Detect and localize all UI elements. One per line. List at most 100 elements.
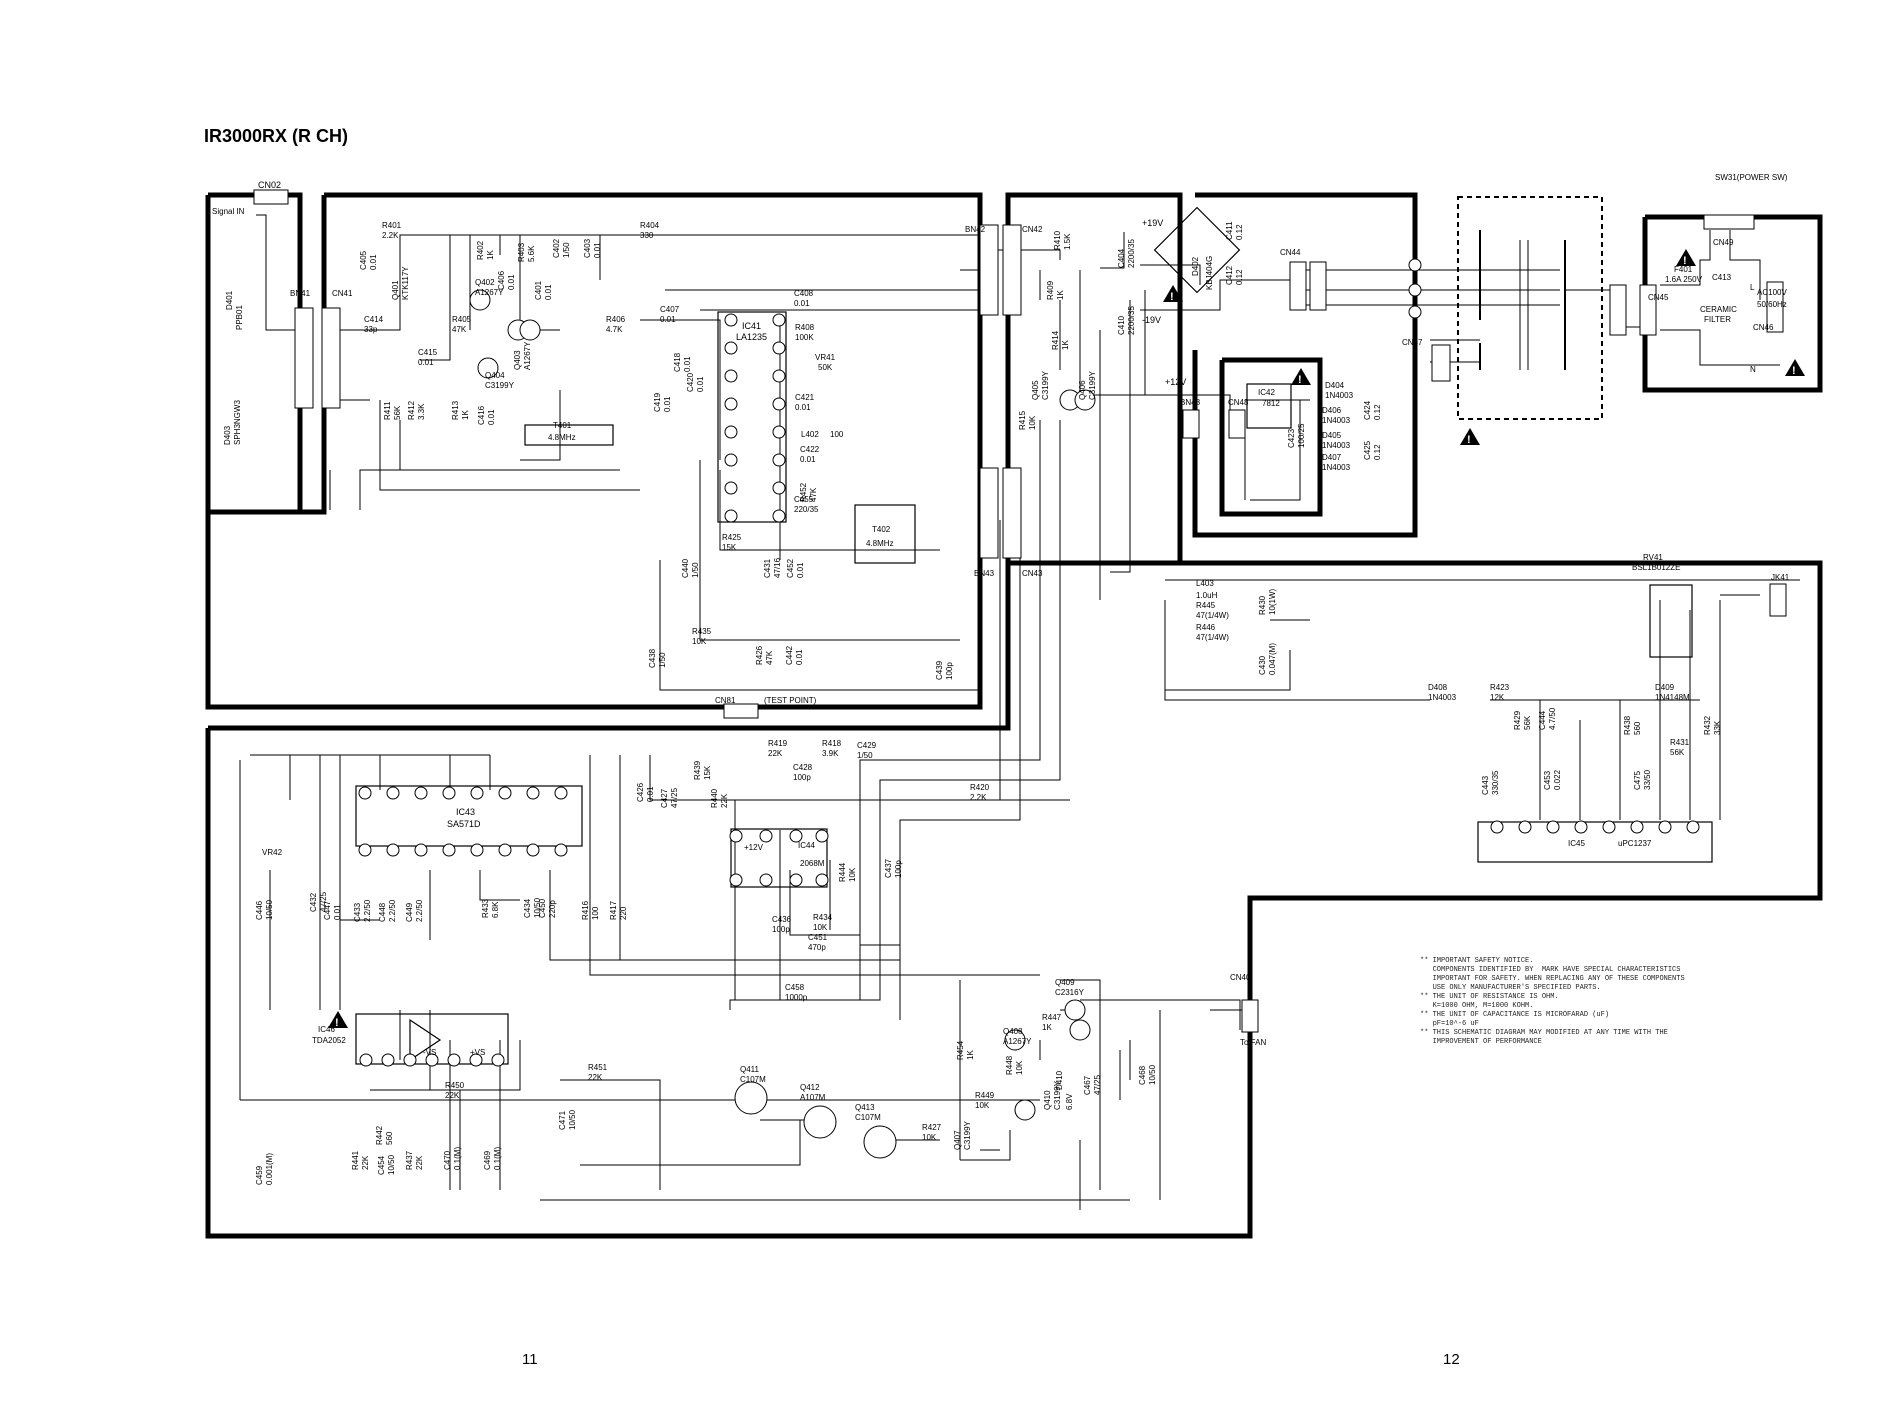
diode-ref: D407 bbox=[1322, 453, 1342, 462]
resistor-ref: R405 bbox=[452, 315, 472, 324]
resistor-value: 220 bbox=[619, 906, 628, 920]
ic46-part: TDA2052 bbox=[312, 1036, 346, 1045]
note-line: COMPONENTS IDENTIFIED BY MARK HAVE SPECI… bbox=[1420, 966, 1681, 974]
resistor-value: 15K bbox=[722, 543, 737, 552]
diode-part: 1N4003 bbox=[1322, 441, 1351, 450]
transistor-ref: Q409 bbox=[1055, 978, 1075, 987]
filter-label: FILTER bbox=[1704, 315, 1731, 324]
f401-rating: 1.6A 250V bbox=[1665, 275, 1703, 284]
resistor-value: 47K bbox=[809, 487, 818, 502]
power-transformer bbox=[1479, 230, 1566, 370]
resistor-value: 3.3K bbox=[417, 403, 426, 420]
diode-ref: D405 bbox=[1322, 431, 1342, 440]
capacitor-value: 2.2/50 bbox=[388, 899, 397, 922]
resistor-value: 10K bbox=[692, 637, 707, 646]
diode-part: 1N4003 bbox=[1428, 693, 1457, 702]
resistor-ref: R409 bbox=[1046, 280, 1055, 300]
capacitor-value: 0.01 bbox=[487, 409, 496, 425]
capacitor-ref: C432 bbox=[309, 892, 318, 912]
transistor-ref: Q412 bbox=[800, 1083, 820, 1092]
ic46-opamp-symbol bbox=[409, 1018, 442, 1062]
warning-icon bbox=[1163, 285, 1183, 302]
capacitor-ref: C423 bbox=[1287, 428, 1296, 448]
capacitor-value: 10/50 bbox=[387, 1154, 396, 1175]
capacitor-ref: C428 bbox=[793, 763, 813, 772]
transformer-shield bbox=[1457, 196, 1603, 420]
capacitor-ref: C438 bbox=[648, 648, 657, 668]
capacitor-value: 220p bbox=[548, 900, 557, 918]
ic42-label: IC42 bbox=[1258, 388, 1275, 397]
p19-label: +19V bbox=[1142, 218, 1163, 228]
plus-vs-label: +VS bbox=[470, 1048, 485, 1057]
capacitor-ref: C433 bbox=[353, 902, 362, 922]
resistor-value: 5.6K bbox=[527, 245, 536, 262]
resistor-ref: R406 bbox=[606, 315, 626, 324]
resistor-ref: R451 bbox=[588, 1063, 608, 1072]
resistor-ref: R445 bbox=[1196, 601, 1216, 610]
resistor-value: 33K bbox=[1713, 720, 1722, 735]
transistor-ref: Q410 bbox=[1043, 1090, 1052, 1110]
warning-icon bbox=[1460, 428, 1480, 445]
note-line: pF=10^-6 uF bbox=[1420, 1020, 1479, 1028]
capacitor-ref: C458 bbox=[785, 983, 805, 992]
diode-part: 1N4003 bbox=[1322, 416, 1351, 425]
resistor-value: 22K bbox=[445, 1091, 460, 1100]
resistor-value: 56K bbox=[1523, 715, 1532, 730]
l403-value: 1.0uH bbox=[1196, 591, 1218, 600]
capacitor-value: 0.01 bbox=[663, 396, 672, 412]
resistor-ref: R418 bbox=[822, 739, 842, 748]
transistor-part: C3199Y bbox=[1088, 370, 1097, 400]
capacitor-value: 470p bbox=[808, 943, 826, 952]
capacitor-value: 47/25 bbox=[1093, 1074, 1102, 1095]
resistor-value: 47K bbox=[765, 650, 774, 665]
capacitor-ref: C418 bbox=[673, 352, 682, 372]
resistor-ref: R450 bbox=[445, 1081, 465, 1090]
resistor-ref: R420 bbox=[970, 783, 990, 792]
to-fan-label: To FAN bbox=[1240, 1038, 1266, 1047]
transistor-part: C107M bbox=[740, 1075, 766, 1084]
transistor-part: A1267Y bbox=[475, 288, 504, 297]
bn42-label: BN42 bbox=[965, 225, 986, 234]
capacitor-ref: C404 bbox=[1117, 248, 1126, 268]
capacitor-value: 0.01 bbox=[796, 562, 805, 578]
capacitor-value: 0.01 bbox=[696, 376, 705, 392]
cn81-label: CN81 bbox=[715, 696, 736, 705]
capacitor-value: 100p bbox=[793, 773, 811, 782]
transistor-part: C3199Y bbox=[963, 1120, 972, 1150]
note-line: K=1000 OHM, M=1000 KOHM. bbox=[1420, 1002, 1534, 1010]
d402-part: KBJ404G bbox=[1205, 256, 1214, 290]
resistor-value: 330 bbox=[640, 231, 654, 240]
transistor-ref: Q413 bbox=[855, 1103, 875, 1112]
resistor-ref: R410 bbox=[1053, 230, 1062, 250]
capacitor-value: 100p bbox=[772, 925, 790, 934]
capacitor-value: 100p bbox=[894, 860, 903, 878]
capacitor-value: 0.022 bbox=[1553, 769, 1562, 790]
capacitor-value: 2.2/50 bbox=[363, 899, 372, 922]
capacitor-ref: C429 bbox=[857, 741, 877, 750]
t402-value: 4.8MHz bbox=[866, 539, 894, 548]
diode-part: 1N4148M bbox=[1655, 693, 1690, 702]
svg-text:!: ! bbox=[335, 1017, 339, 1029]
resistor-value: 22K bbox=[415, 1155, 424, 1170]
resistor-value: 56K bbox=[1670, 748, 1685, 757]
resistor-value: 22K bbox=[720, 793, 729, 808]
capacitor-value: 0.01 bbox=[369, 254, 378, 270]
resistor-ref: R435 bbox=[692, 627, 712, 636]
ic41-label: IC41 bbox=[742, 321, 761, 331]
ic45-part: uPC1237 bbox=[1618, 839, 1652, 848]
resistor-value: 47K bbox=[452, 325, 467, 334]
resistor-ref: R454 bbox=[956, 1040, 965, 1060]
resistor-ref: R431 bbox=[1670, 738, 1690, 747]
bn48-label: BN48 bbox=[1180, 398, 1201, 407]
diode-part: 1N4003 bbox=[1322, 463, 1351, 472]
resistor-ref: R427 bbox=[922, 1123, 942, 1132]
capacitor-value: 0.12 bbox=[1235, 269, 1244, 285]
ic43-label: IC43 bbox=[456, 807, 475, 817]
resistor-ref: R444 bbox=[838, 862, 847, 882]
transistor-ref: Q404 bbox=[485, 371, 505, 380]
t401-body bbox=[524, 424, 614, 446]
d403-label: D403 bbox=[223, 425, 232, 445]
transistor-ref: Q403 bbox=[513, 350, 522, 370]
capacitor-ref: C425 bbox=[1363, 440, 1372, 460]
transistor-part: A107M bbox=[800, 1093, 826, 1102]
